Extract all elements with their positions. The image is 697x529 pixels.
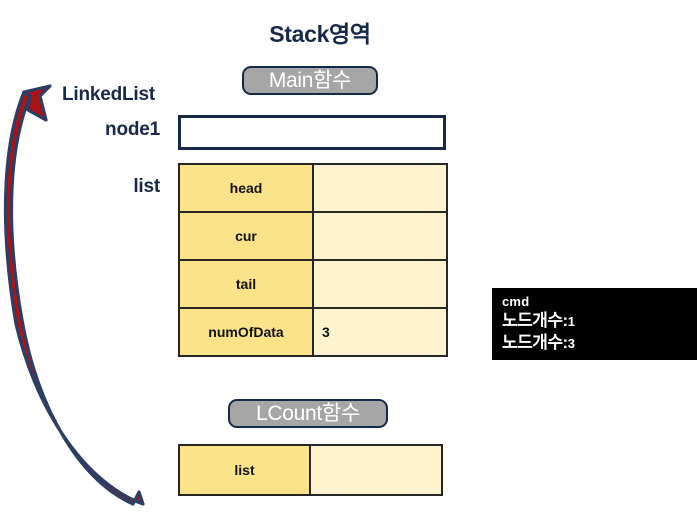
cell-key-tail: tail bbox=[178, 259, 314, 309]
cell-value-lcount-list[interactable] bbox=[309, 444, 443, 496]
node1-memory-box[interactable] bbox=[178, 115, 446, 150]
console-line-1: 노드개수:1 bbox=[502, 310, 697, 332]
console-line-1-value: 1 bbox=[567, 314, 575, 329]
label-linkedlist: LinkedList bbox=[61, 84, 155, 105]
list-struct-table: head cur tail numOfData 3 bbox=[178, 163, 448, 357]
cell-key-numofdata: numOfData bbox=[178, 307, 314, 357]
main-function-pill[interactable]: Main함수 bbox=[242, 66, 378, 95]
table-row: list bbox=[178, 444, 443, 496]
linkedlist-reference-arrow bbox=[3, 84, 145, 506]
console-title: cmd bbox=[502, 294, 530, 309]
label-list: list bbox=[133, 176, 160, 197]
page-title: Stack영역 bbox=[269, 21, 371, 47]
cell-key-lcount-list: list bbox=[178, 444, 311, 496]
console-line-1-text: 노드개수: bbox=[502, 311, 568, 330]
lcount-struct-table: list bbox=[178, 444, 443, 496]
label-node1: node1 bbox=[105, 119, 160, 140]
table-row: tail bbox=[178, 259, 448, 309]
cell-key-cur: cur bbox=[178, 211, 314, 261]
cell-value-numofdata[interactable]: 3 bbox=[312, 307, 448, 357]
table-row: cur bbox=[178, 211, 448, 261]
cell-key-head: head bbox=[178, 163, 314, 213]
console-line-2: 노드개수:3 bbox=[502, 332, 697, 354]
cell-value-tail[interactable] bbox=[312, 259, 448, 309]
cell-value-head[interactable] bbox=[312, 163, 448, 213]
table-row: numOfData 3 bbox=[178, 307, 448, 357]
lcount-function-pill[interactable]: LCount함수 bbox=[228, 399, 388, 428]
console-line-2-text: 노드개수: bbox=[502, 333, 568, 352]
cell-value-cur[interactable] bbox=[312, 211, 448, 261]
console-line-2-value: 3 bbox=[567, 336, 575, 351]
cmd-console: cmd 노드개수:1 노드개수:3 bbox=[492, 288, 697, 360]
table-row: head bbox=[178, 163, 448, 213]
